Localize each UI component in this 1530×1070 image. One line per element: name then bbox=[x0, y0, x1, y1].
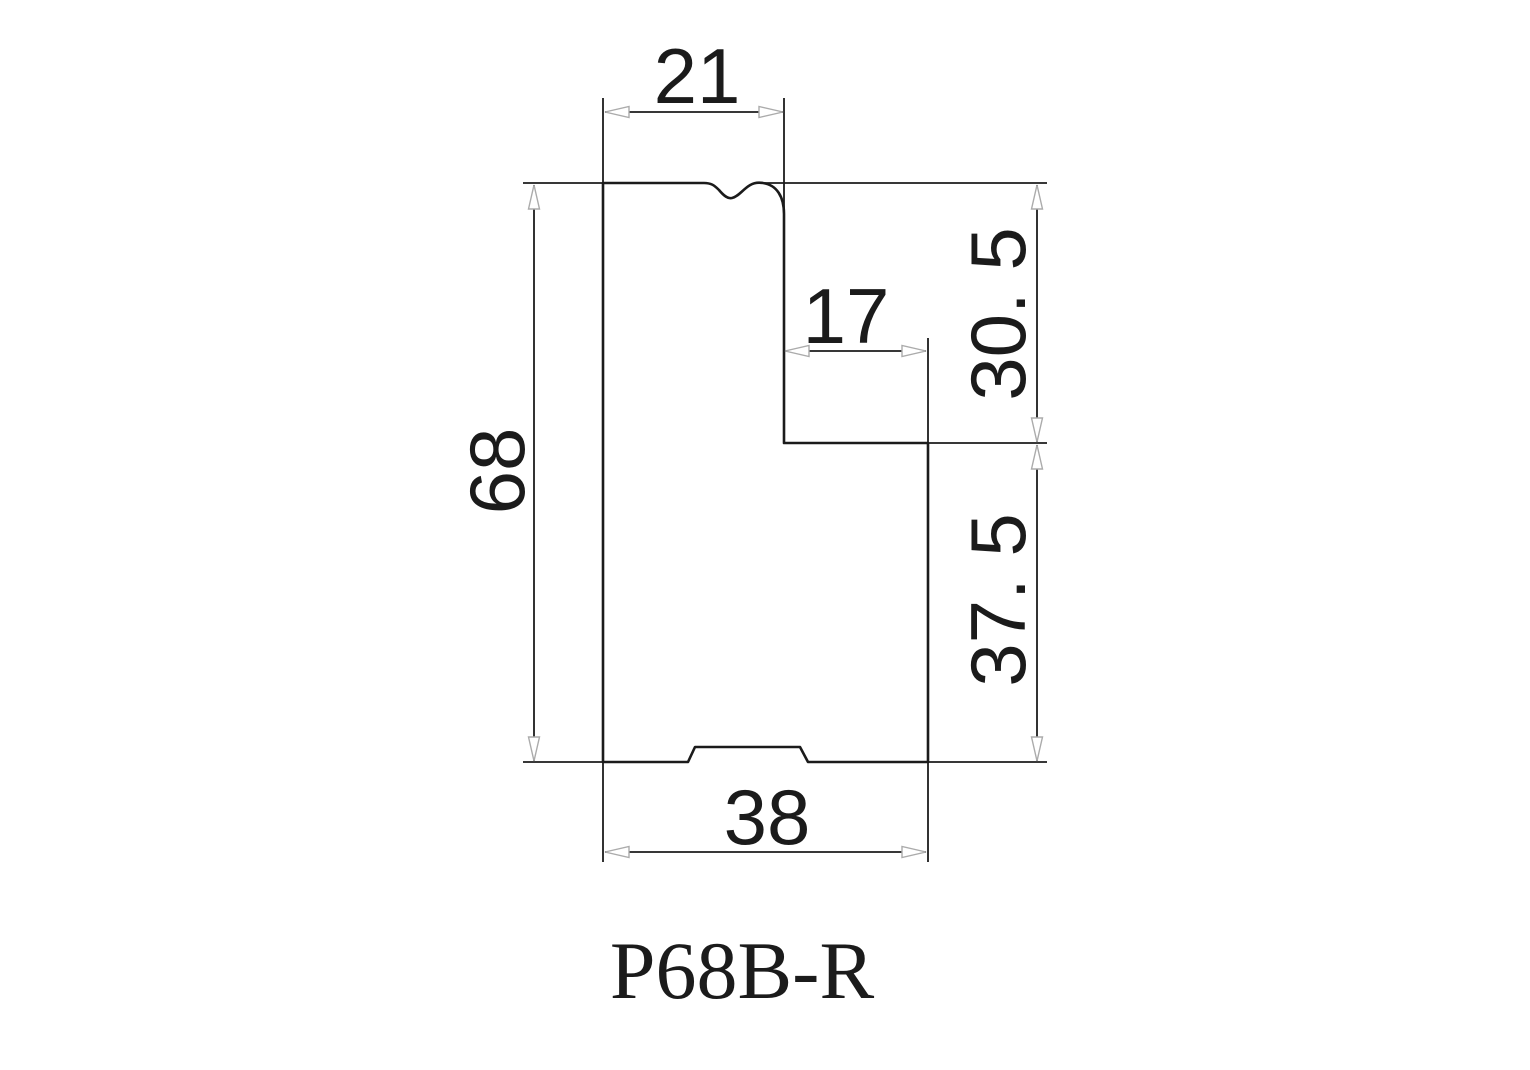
dim-label-overall-height: 68 bbox=[453, 427, 541, 515]
dim-arrow-lower-right-top bbox=[1030, 444, 1044, 470]
dim-arrow-top-width-left bbox=[604, 105, 630, 119]
dim-label-notch-width: 17 bbox=[802, 272, 890, 360]
dim-arrow-lower-right-bottom bbox=[1030, 736, 1044, 762]
dim-label-bottom-width: 38 bbox=[723, 773, 811, 861]
dim-arrow-top-width-right bbox=[758, 105, 784, 119]
dim-label-top-width: 21 bbox=[653, 32, 741, 120]
dim-arrow-notch-width-right bbox=[901, 344, 927, 358]
part-number-title: P68B-R bbox=[609, 925, 875, 1016]
dim-arrow-overall-height-bottom bbox=[527, 736, 541, 762]
dim-label-upper-right-height: 30. 5 bbox=[954, 227, 1042, 401]
dim-arrow-upper-right-top bbox=[1030, 184, 1044, 210]
profile-outline bbox=[601, 181, 930, 764]
dim-arrow-overall-height-top bbox=[527, 184, 541, 210]
dim-label-lower-right-height: 37. 5 bbox=[954, 513, 1042, 687]
dim-arrow-bottom-width-left bbox=[604, 845, 630, 859]
dim-arrow-bottom-width-right bbox=[901, 845, 927, 859]
dim-arrow-upper-right-bottom bbox=[1030, 417, 1044, 443]
dim-arrow-notch-width-left bbox=[784, 344, 810, 358]
